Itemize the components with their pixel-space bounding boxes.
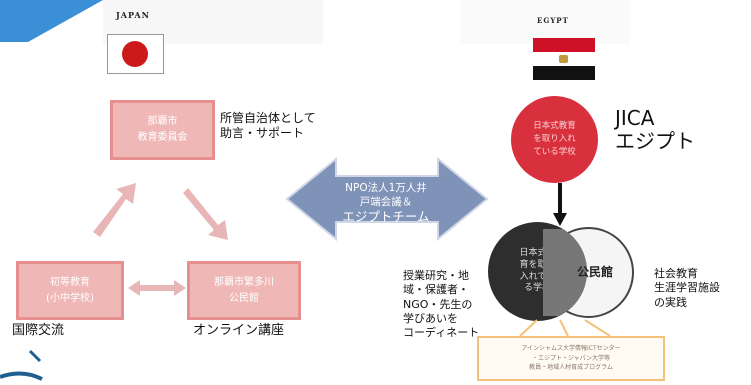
japanese-style-school-circle: 日本式教育 を取り入れ ている学校 <box>511 96 598 183</box>
jica-egypt-label: JICA エジプト <box>615 107 695 153</box>
jica-line-2: エジプト <box>615 129 695 153</box>
board-caption-line-2: 助言・サポート <box>220 126 305 140</box>
bridge-line-3: エジプトチーム <box>342 209 430 225</box>
corner-swoosh <box>0 349 43 381</box>
arrow-board-to-community <box>183 188 228 240</box>
community-line-1: 那覇市繁多川 <box>214 276 274 288</box>
social-line-2: 生涯学習施設 <box>654 281 720 295</box>
venn-left-line-1: 日本式教 <box>519 248 556 259</box>
board-caption-line-1: 所管自治体として <box>220 111 316 125</box>
bridge-line-2: 戸端会議＆ <box>359 195 413 208</box>
jica-line-1: JICA <box>615 106 655 130</box>
primary-school-box: 初等教育 (小中学校) <box>16 261 124 320</box>
arrow-school-community <box>128 280 186 296</box>
bridge-line-1: NPO法人1万人井 <box>345 182 427 194</box>
jp-school-line-1: 日本式教育 <box>533 121 576 132</box>
coordination-line-1: 授業研究・地 <box>403 269 469 282</box>
jp-school-line-3: ている学校 <box>533 146 576 157</box>
arrow-school-to-board <box>93 183 136 237</box>
coordination-line-4: 学びあいを <box>403 311 458 325</box>
coordination-line-2: 域・保護者・ <box>403 283 469 297</box>
coordination-line-5: コーディネート <box>403 326 480 340</box>
coordination-label: 授業研究・地 域・保護者・ NGO・先生の 学びあいを コーディネート <box>403 269 479 340</box>
board-caption: 所管自治体として 助言・サポート <box>220 111 316 141</box>
social-line-1: 社会教育 <box>654 267 698 280</box>
board-line-2: 教育委員会 <box>137 132 188 143</box>
japan-flag-icon <box>107 34 164 74</box>
down-arrow-icon <box>553 183 567 226</box>
school-line-2: (小中学校) <box>46 292 94 304</box>
banner-line-3: 教員・地域人材育成プログラム <box>529 364 613 372</box>
japan-flag-label: JAPAN <box>116 10 150 20</box>
naha-board-of-education: 那覇市 教育委員会 <box>110 100 215 160</box>
venn-overlap <box>543 229 587 316</box>
banner-line-2: ・エジプト・ジャパン大学等 <box>531 354 610 362</box>
social-line-3: の実践 <box>654 295 687 309</box>
program-banner: アインシャムス大学情報ICTセンター ・エジプト・ジャパン大学等 教員・地域人材… <box>477 336 665 381</box>
school-line-1: 初等教育 <box>50 276 90 288</box>
egypt-flag-icon <box>533 38 595 80</box>
venn-left-line-3: 入れてい <box>519 271 556 282</box>
venn-left-line-2: 育を取り <box>519 259 556 270</box>
community-line-2: 公民館 <box>229 292 259 304</box>
venn-right-label: 公民館 <box>577 265 614 279</box>
international-exchange-label: 国際交流 <box>12 323 65 338</box>
corner-decoration <box>0 0 103 42</box>
coordination-line-3: NGO・先生の <box>403 297 473 311</box>
egypt-flag-panel <box>460 0 630 44</box>
venn-left-line-4: る学校 <box>523 283 551 294</box>
bridge-text: NPO法人1万人井 戸端会議＆ エジプトチーム <box>336 182 436 226</box>
egypt-flag-label: EGYPT <box>537 16 569 25</box>
community-center-box: 那覇市繁多川 公民館 <box>187 261 301 320</box>
social-education-label: 社会教育 生涯学習施設 の実践 <box>654 267 720 310</box>
board-line-1: 那覇市 <box>147 116 178 127</box>
banner-line-1: アインシャムス大学情報ICTセンター <box>521 345 621 353</box>
jp-school-line-2: を取り入れ <box>533 134 576 145</box>
online-course-label: オンライン講座 <box>193 323 285 338</box>
double-arrow-icon <box>285 156 489 242</box>
